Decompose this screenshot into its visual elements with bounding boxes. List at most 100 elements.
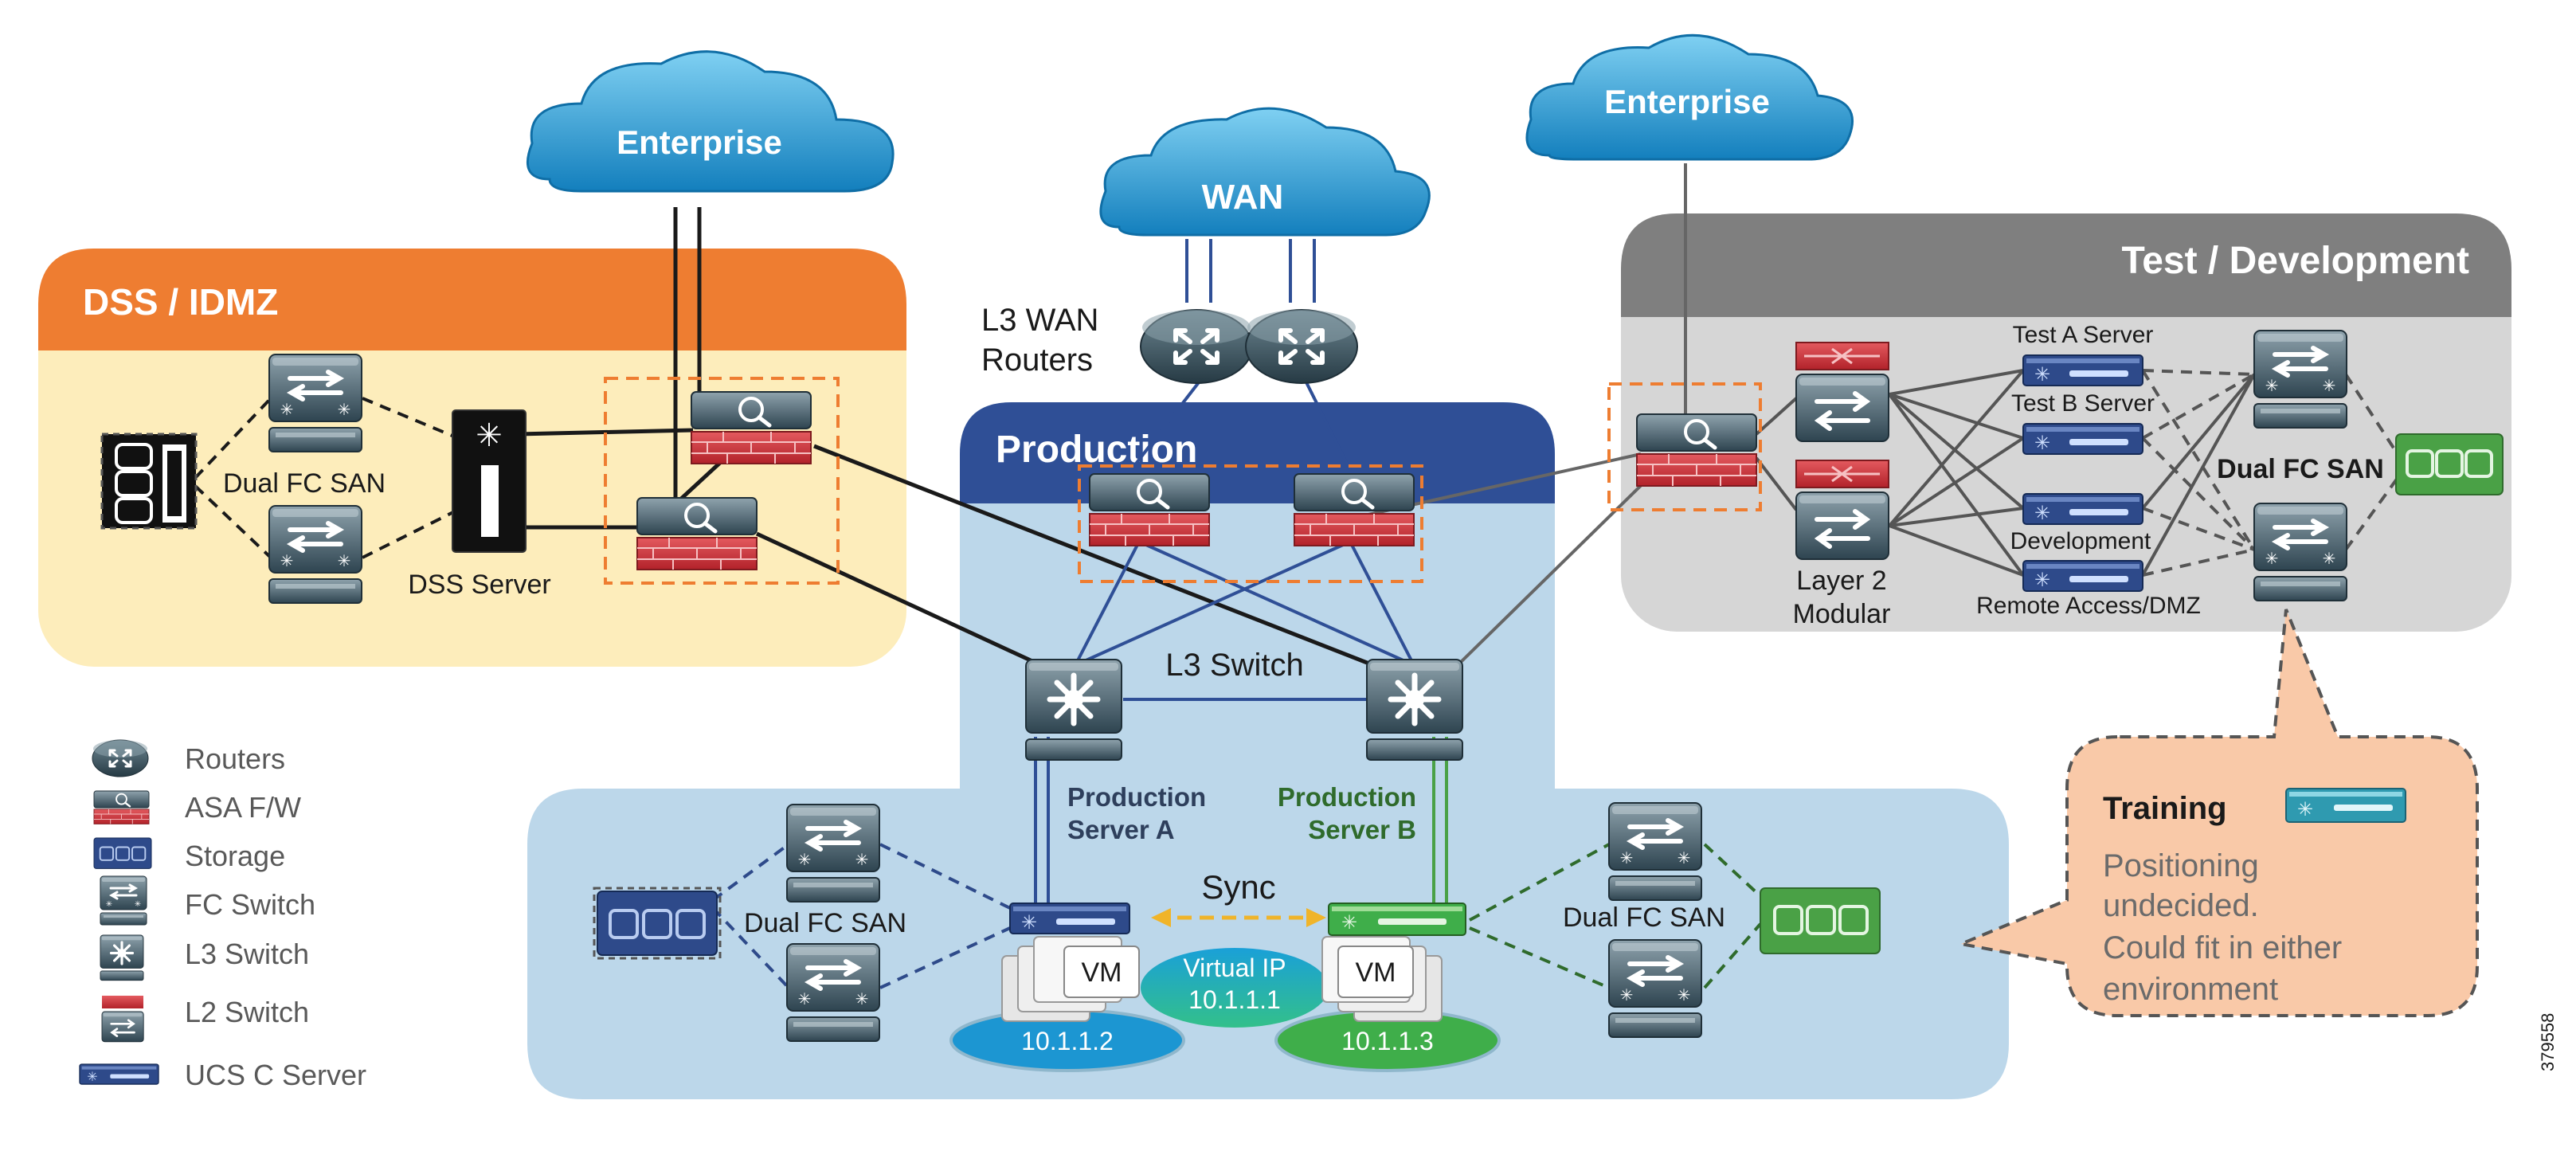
legend-label-l3-switch: L3 Switch [185, 938, 309, 970]
test-l2-switch-1 [1796, 342, 1889, 441]
prod-ucs-server-b: ✳ [1328, 903, 1466, 936]
l3-switch-icon [99, 934, 145, 982]
legend-label-fc-switch: FC Switch [185, 888, 315, 921]
vm-a-label: VM [1082, 957, 1122, 988]
enterprise-cloud-right: Enterprise [1525, 33, 1854, 161]
dss-server-label: DSS Server [408, 570, 551, 600]
production-devices: L3 Switch Production Server A Production… [593, 474, 1881, 1072]
test-a-server-label: Test A Server [2013, 322, 2154, 348]
legend-item-fc-switch: FC Switch [99, 875, 315, 926]
enterprise-left-label: Enterprise [617, 123, 782, 161]
server-b-cluster: VM 10.1.1.3 ✳ [1274, 903, 1501, 1072]
wan-label: WAN [1202, 178, 1284, 217]
l3-wan-routers-label-1: L3 WAN [981, 303, 1098, 338]
legend-label-l2-switch: L2 Switch [185, 996, 309, 1028]
prod-ucs-server-a [1009, 903, 1130, 934]
legend-item-asa: ASA F/W [92, 789, 301, 825]
prod-fc-switch-right-2 [1609, 940, 1701, 1037]
virtual-ip-label-1: Virtual IP [1183, 953, 1286, 982]
development-server [2022, 493, 2143, 525]
enterprise-cloud-left: Enterprise [526, 50, 895, 193]
test-l2-switch-2 [1796, 460, 1889, 559]
remote-access-dmz-label: Remote Access/DMZ [1976, 593, 2201, 619]
dss-fc-switch-1 [269, 354, 362, 452]
ip-b-label: 10.1.1.3 [1341, 1027, 1434, 1055]
prod-firewall-2 [1294, 474, 1414, 546]
prod-firewall-1 [1090, 474, 1209, 546]
training-line-4: environment [2103, 972, 2278, 1007]
training-line-2: undecided. [2103, 888, 2259, 923]
dss-devices: Dual FC SAN ✳ DSS Server [100, 354, 811, 603]
test-dual-fc-san-label: Dual FC SAN [2217, 454, 2384, 484]
legend-label-storage: Storage [185, 840, 285, 872]
router-icon [91, 738, 150, 778]
legend-item-ucs: UCS C Server [79, 1059, 366, 1091]
prod-fc-switch-left-1 [787, 805, 879, 902]
dss-server: ✳ [452, 409, 527, 553]
ucs-c-server-icon [79, 1063, 159, 1085]
prod-l3-switch-1 [1026, 660, 1122, 760]
production-zone-title: Production [996, 429, 1197, 471]
connections [194, 163, 2399, 989]
training-ucs-icon: ✳ [2285, 788, 2406, 823]
development-label: Development [2010, 528, 2151, 554]
test-zone-title: Test / Development [2121, 240, 2469, 282]
prod-server-a-label-2: Server A [1067, 815, 1175, 844]
l2-switch-icon [100, 1010, 145, 1043]
virtual-ip: Virtual IP 10.1.1.1 [1141, 948, 1329, 1028]
l3-wan-routers-label-2: Routers [981, 343, 1093, 378]
asa-firewall-icon [92, 789, 151, 825]
prod-storage-right [1760, 887, 1881, 954]
dss-zone-title: DSS / IDMZ [83, 281, 278, 323]
figure-id: 379558 [2538, 1013, 2558, 1071]
dss-storage [100, 433, 198, 530]
svg-text:✳: ✳ [1341, 912, 1357, 934]
prod-l3-switch-2 [1367, 660, 1462, 760]
test-firewall [1637, 414, 1756, 486]
svg-text:✳: ✳ [476, 418, 503, 453]
training-line-1: Positioning [2103, 848, 2259, 883]
prod-fc-switch-left-2 [787, 944, 879, 1041]
test-b-server [2022, 423, 2143, 455]
wan-cloud: WAN [1099, 107, 1431, 237]
storage-icon [93, 837, 152, 870]
enterprise-right-label: Enterprise [1604, 83, 1770, 120]
layer2-modular-label-2: Modular [1793, 599, 1891, 629]
remote-access-dmz-server [2022, 560, 2143, 592]
l3-wan-routers: L3 WAN Routers [981, 303, 1357, 383]
legend-label-asa: ASA F/W [185, 791, 301, 824]
wan-router-2 [1246, 310, 1357, 383]
legend-item-routers: Routers [91, 738, 285, 778]
legend-item-l3-switch: L3 Switch [99, 934, 309, 982]
sync-label: Sync [1201, 868, 1275, 906]
prod-server-b-label-1: Production [1278, 782, 1416, 812]
virtual-ip-label-2: 10.1.1.1 [1188, 985, 1281, 1014]
test-storage [2395, 433, 2504, 495]
training-callout: Training ✳ Positioning undecided. Could … [1955, 609, 2479, 1017]
dss-dual-fc-san-label: Dual FC SAN [223, 468, 386, 499]
training-line-3: Could fit in either [2103, 930, 2342, 965]
test-a-server [2022, 354, 2143, 386]
fc-switch-icon [99, 875, 148, 926]
legend-item-l2-switch: L2 Switch [100, 996, 309, 1043]
ip-a-label: 10.1.1.2 [1021, 1027, 1114, 1055]
firewall-groups [604, 377, 1762, 585]
dss-fc-switch-2 [269, 506, 362, 603]
prod-dual-fc-san-right-label: Dual FC SAN [1563, 903, 1725, 933]
l3-switch-label: L3 Switch [1165, 648, 1303, 683]
legend-label-ucs: UCS C Server [185, 1059, 366, 1091]
training-title: Training [2103, 791, 2227, 826]
dss-firewall-2 [637, 498, 757, 570]
test-fc-switch-2 [2254, 503, 2347, 601]
wan-router-1 [1141, 310, 1252, 383]
vm-b-label: VM [1356, 957, 1396, 988]
test-fc-switch-1 [2254, 331, 2347, 428]
legend: Routers ASA F/W Storage FC Switch L3 Swi… [79, 738, 366, 1091]
test-devices: Layer 2 Modular Test A Server Test B Ser… [1637, 322, 2504, 629]
dss-firewall-1 [691, 392, 811, 464]
test-b-server-label: Test B Server [2011, 390, 2155, 417]
legend-item-storage: Storage [93, 837, 285, 872]
prod-fc-switch-right-1 [1609, 803, 1701, 900]
prod-dual-fc-san-left-label: Dual FC SAN [744, 908, 906, 938]
